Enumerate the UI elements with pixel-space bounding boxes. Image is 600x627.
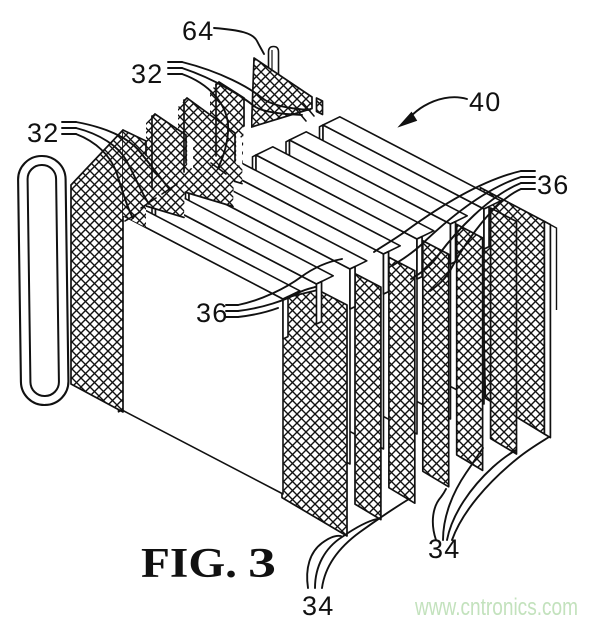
svg-text:www.cntronics.com: www.cntronics.com — [414, 594, 578, 621]
svg-text:40: 40 — [469, 87, 501, 117]
svg-text:3: 3 — [248, 541, 276, 587]
svg-text:32: 32 — [27, 118, 59, 148]
svg-text:34: 34 — [302, 591, 334, 621]
svg-text:64: 64 — [182, 16, 214, 46]
svg-text:34: 34 — [428, 534, 460, 564]
svg-text:FIG.: FIG. — [141, 541, 237, 587]
svg-text:36: 36 — [196, 298, 228, 328]
svg-text:36: 36 — [537, 170, 569, 200]
svg-text:32: 32 — [131, 59, 163, 89]
